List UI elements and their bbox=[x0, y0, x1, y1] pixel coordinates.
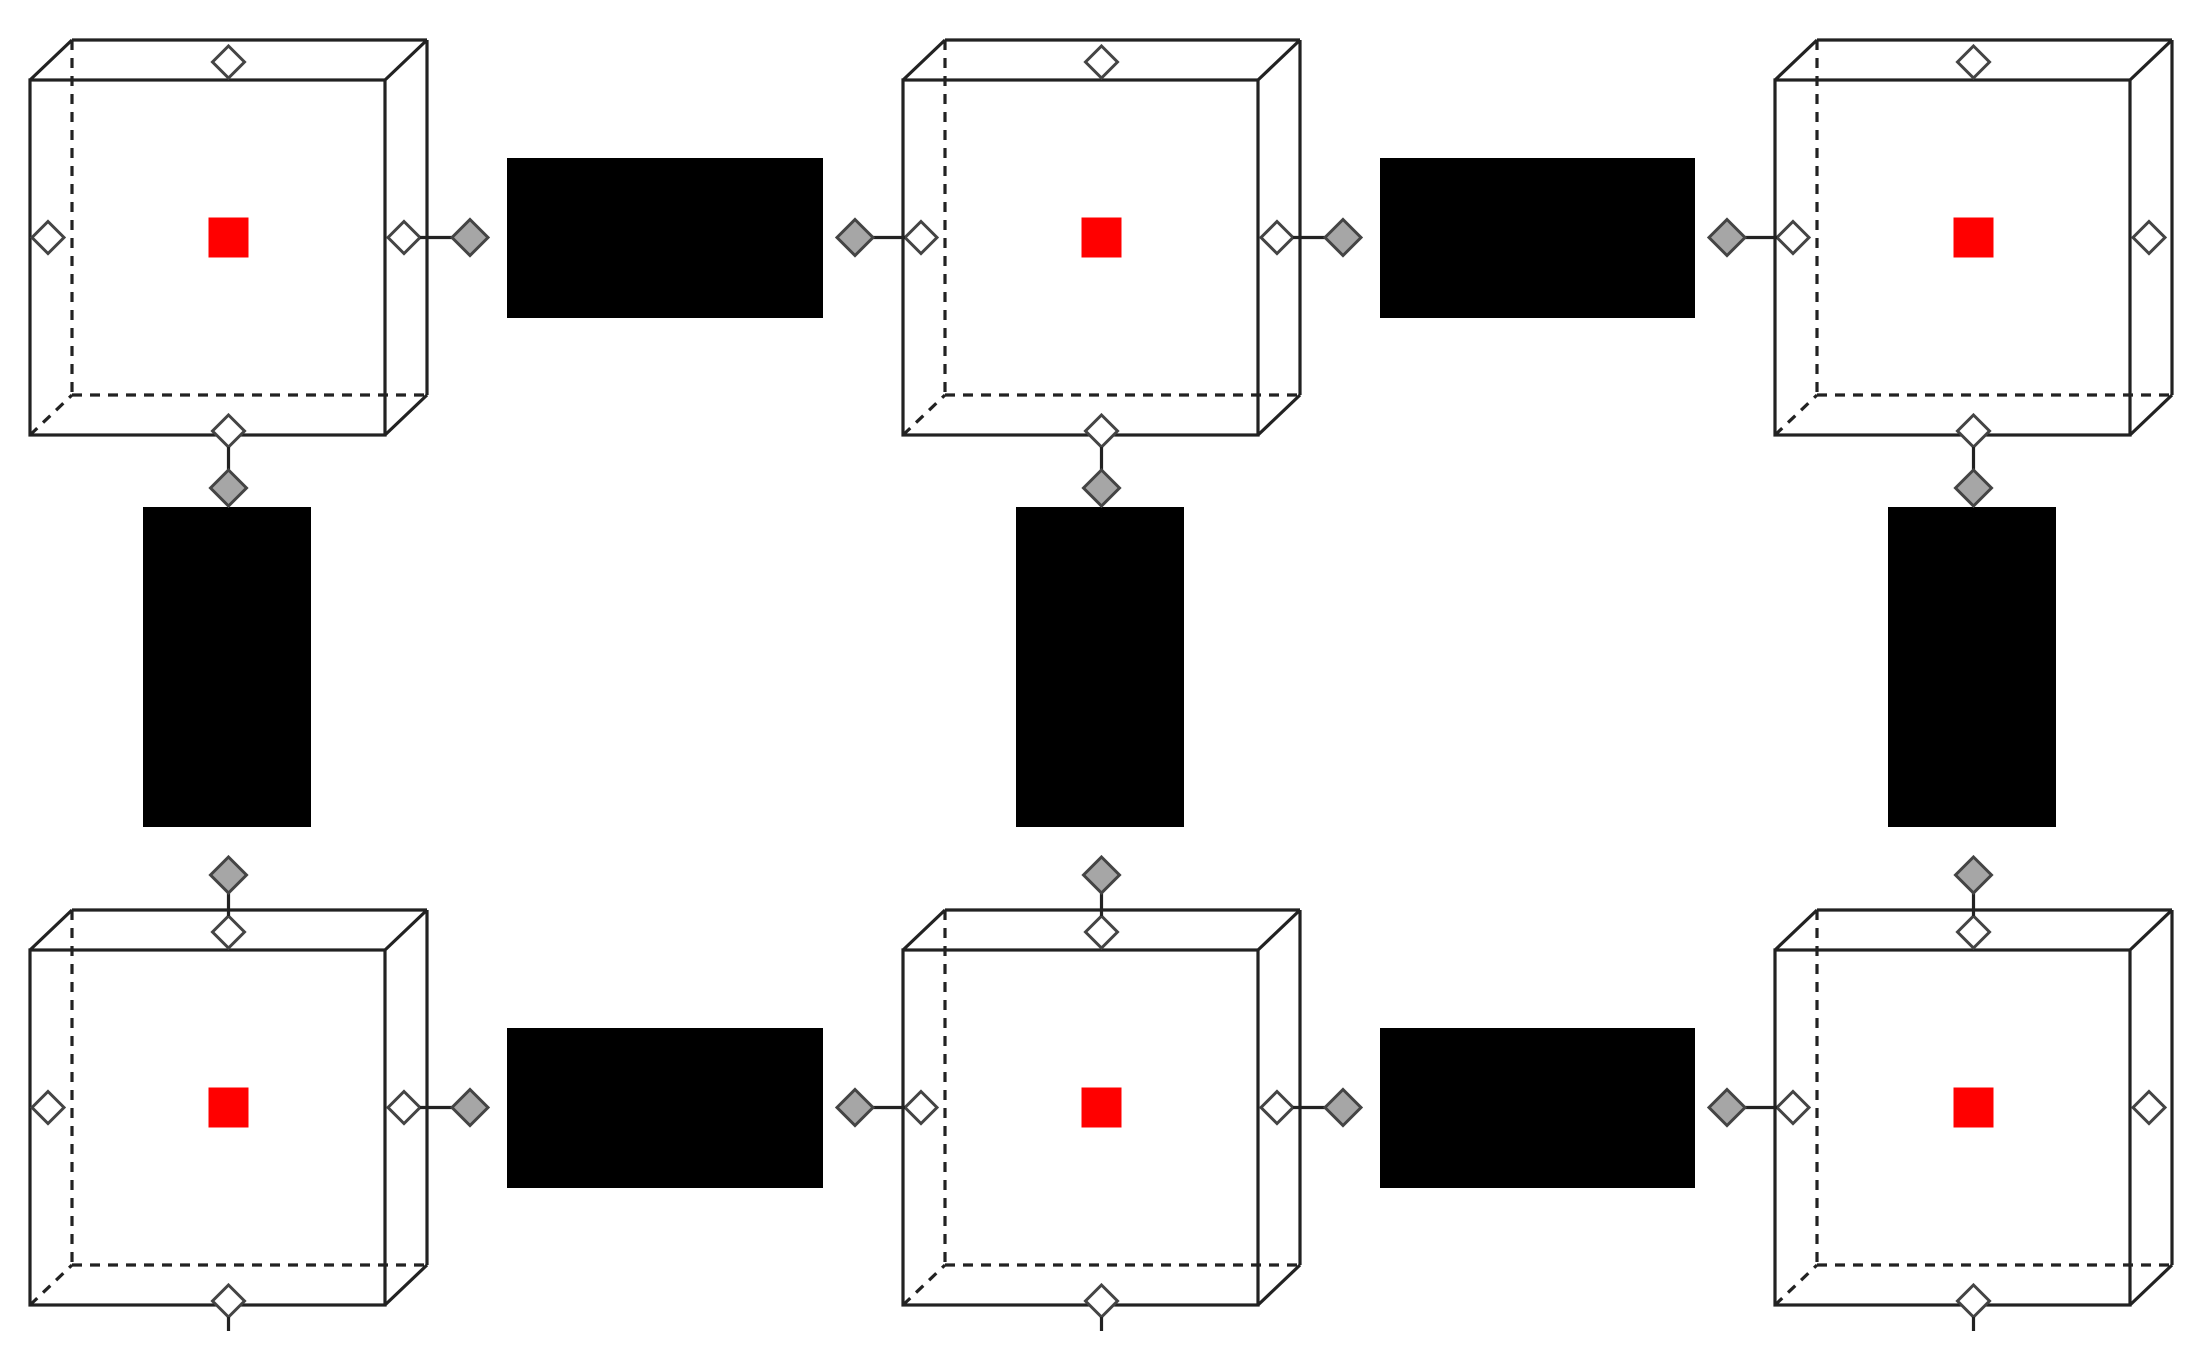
cube-edge bbox=[1256, 393, 1302, 437]
link-bar-vertical-2 bbox=[1888, 507, 2056, 827]
port-left-diamond bbox=[902, 219, 940, 256]
connector-diamond bbox=[1322, 1087, 1364, 1128]
connector-diamond bbox=[1081, 854, 1122, 896]
port-top-diamond bbox=[1955, 43, 1992, 81]
cube-edge bbox=[28, 908, 74, 952]
port-left-diamond bbox=[1774, 219, 1812, 256]
link-bar-vertical-1 bbox=[1016, 507, 1184, 827]
connector-diamond bbox=[1953, 854, 1994, 896]
cube-edge bbox=[1256, 908, 1302, 952]
cube-edge bbox=[1773, 908, 1819, 952]
cube-hidden-edge bbox=[901, 1263, 947, 1307]
cube-edge bbox=[383, 908, 429, 952]
cube-edge bbox=[2128, 393, 2174, 437]
cube-edge bbox=[1256, 1263, 1302, 1307]
cube-front-face bbox=[1773, 948, 2132, 1307]
center-marker bbox=[1953, 217, 1994, 258]
cube-front-face bbox=[901, 78, 1260, 437]
center-marker bbox=[1081, 217, 1122, 258]
connector-diamond bbox=[834, 217, 876, 258]
connector-diamond bbox=[208, 467, 249, 509]
cube-edge bbox=[901, 38, 947, 82]
cube-edge bbox=[2128, 38, 2174, 82]
port-bottom-diamond bbox=[1083, 412, 1120, 450]
cube-hidden-edge bbox=[1773, 1263, 1819, 1307]
cube-r0-c1 bbox=[834, 38, 1364, 509]
port-left-diamond bbox=[1774, 1089, 1812, 1126]
port-right-diamond bbox=[1258, 219, 1296, 256]
cube-edge bbox=[1773, 38, 1819, 82]
port-bottom-diamond bbox=[1083, 1282, 1120, 1320]
port-top-diamond bbox=[210, 913, 247, 951]
cube-edge bbox=[2128, 908, 2174, 952]
port-right-diamond bbox=[385, 1089, 423, 1126]
cube-front-face bbox=[28, 78, 387, 437]
port-top-diamond bbox=[1083, 913, 1120, 951]
connector-diamond bbox=[1706, 217, 1748, 258]
port-right-diamond bbox=[1258, 1089, 1296, 1126]
cube-hidden-edge bbox=[1773, 393, 1819, 437]
connector-diamond bbox=[1953, 467, 1994, 509]
connector-diamond bbox=[1706, 1087, 1748, 1128]
port-bottom-diamond bbox=[210, 412, 247, 450]
port-bottom-diamond bbox=[1955, 1282, 1992, 1320]
cube-front-face bbox=[901, 948, 1260, 1307]
cube-r0-c2 bbox=[1706, 38, 2174, 509]
cube-hidden-edge bbox=[901, 393, 947, 437]
port-bottom-diamond bbox=[210, 1282, 247, 1320]
cube-r1-c2 bbox=[1706, 854, 2174, 1331]
port-top-diamond bbox=[1083, 43, 1120, 81]
cube-r1-c1 bbox=[834, 854, 1364, 1331]
port-right-diamond bbox=[2130, 1089, 2168, 1126]
link-bar-horizontal-2 bbox=[507, 1028, 823, 1188]
cube-hidden-edge bbox=[28, 1263, 74, 1307]
cube-edge bbox=[1256, 38, 1302, 82]
port-bottom-diamond bbox=[1955, 412, 1992, 450]
connector-diamond bbox=[1322, 217, 1364, 258]
port-top-diamond bbox=[1955, 913, 1992, 951]
connector-diamond bbox=[208, 854, 249, 896]
link-bar-horizontal-1 bbox=[1380, 158, 1695, 318]
connector-diamond bbox=[449, 1087, 491, 1128]
link-bar-horizontal-3 bbox=[1380, 1028, 1695, 1188]
cube-edge bbox=[383, 38, 429, 82]
cube-edge bbox=[28, 38, 74, 82]
link-bar-horizontal-0 bbox=[507, 158, 823, 318]
link-bar-vertical-0 bbox=[143, 507, 311, 827]
port-top-diamond bbox=[210, 43, 247, 81]
cube-front-face bbox=[1773, 78, 2132, 437]
cube-edge bbox=[383, 1263, 429, 1307]
cube-front-face bbox=[28, 948, 387, 1307]
cube-r0-c0 bbox=[28, 38, 491, 509]
center-marker bbox=[208, 1087, 249, 1128]
port-left-diamond bbox=[29, 1089, 67, 1126]
cube-edge bbox=[901, 908, 947, 952]
cube-edge bbox=[383, 393, 429, 437]
connector-diamond bbox=[449, 217, 491, 258]
port-right-diamond bbox=[385, 219, 423, 256]
cube-edge bbox=[2128, 1263, 2174, 1307]
cube-hidden-edge bbox=[28, 393, 74, 437]
connector-diamond bbox=[834, 1087, 876, 1128]
cube-r1-c0 bbox=[28, 854, 491, 1331]
connector-diamond bbox=[1081, 467, 1122, 509]
port-left-diamond bbox=[29, 219, 67, 256]
port-right-diamond bbox=[2130, 219, 2168, 256]
center-marker bbox=[208, 217, 249, 258]
center-marker bbox=[1081, 1087, 1122, 1128]
center-marker bbox=[1953, 1087, 1994, 1128]
port-left-diamond bbox=[902, 1089, 940, 1126]
